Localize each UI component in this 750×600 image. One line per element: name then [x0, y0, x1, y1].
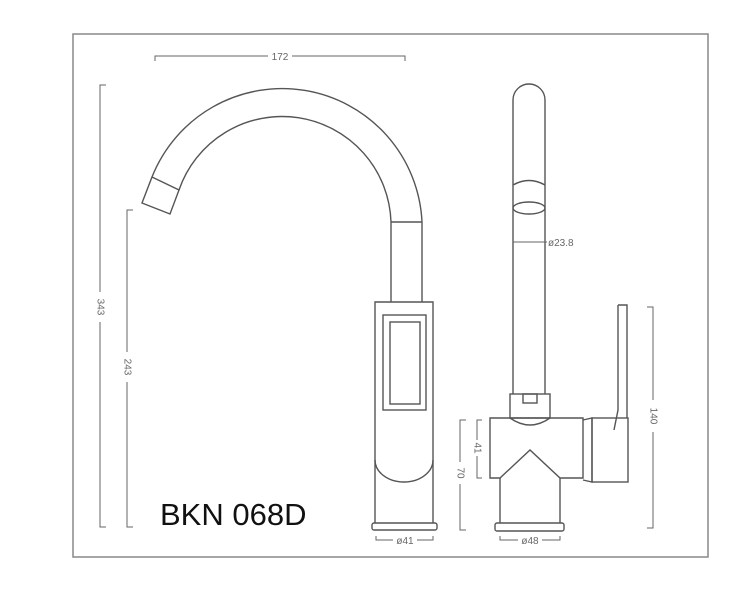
collar — [509, 393, 551, 419]
dimension-243: 243 — [121, 209, 133, 528]
side-base-ring — [494, 522, 565, 532]
handle-cap — [591, 417, 629, 483]
spout-outer-arc — [151, 87, 423, 223]
front-panel-outer — [382, 314, 427, 411]
dimension-41-side: 41 — [471, 419, 482, 479]
side-view — [489, 83, 629, 532]
dimension-d23-8: ø23.8 — [513, 238, 574, 249]
dim-label-41: 41 — [471, 442, 482, 454]
dim-label-343: 343 — [94, 299, 105, 316]
dimension-172: 172 — [154, 52, 406, 63]
dimension-343: 343 — [94, 84, 106, 528]
dim-label-d41: ø41 — [396, 536, 414, 547]
dimension-140: 140 — [647, 306, 658, 529]
dimension-41-front: ø41 — [375, 536, 434, 547]
spout-inner-arc — [178, 115, 392, 223]
dimension-70: 70 — [454, 419, 466, 531]
dim-label-d23-8: ø23.8 — [548, 238, 574, 249]
side-tube — [512, 83, 546, 394]
dim-label-d48: ø48 — [521, 536, 539, 547]
front-panel-inner — [389, 321, 421, 405]
dimension-d48: ø48 — [499, 536, 561, 547]
front-base-ring — [371, 522, 438, 531]
dim-label-243: 243 — [121, 359, 132, 376]
model-label: BKN 068D — [160, 497, 306, 532]
side-body — [489, 417, 584, 479]
front-body — [374, 301, 434, 483]
dim-label-70: 70 — [454, 467, 465, 479]
handle-lever — [613, 304, 628, 431]
dim-label-140: 140 — [647, 408, 658, 425]
dim-label-172: 172 — [272, 52, 289, 63]
front-view — [141, 87, 438, 531]
aerator — [141, 176, 180, 215]
drawing-frame — [72, 33, 709, 558]
tube-ring — [512, 201, 546, 215]
